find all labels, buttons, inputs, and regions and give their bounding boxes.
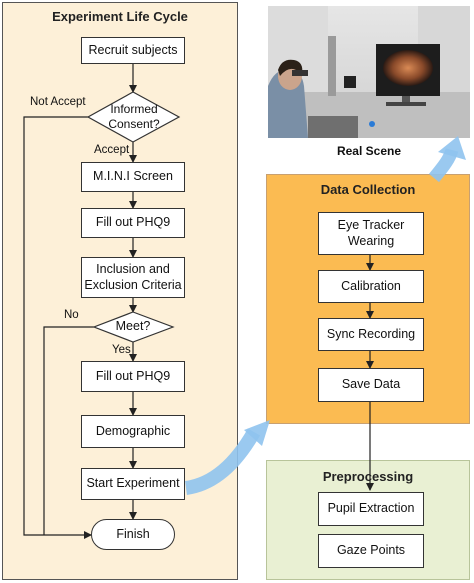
- calibration-box: Calibration: [318, 270, 424, 303]
- start-experiment-box: Start Experiment: [81, 468, 185, 500]
- eye-tracker-wearing-box: Eye Tracker Wearing: [318, 212, 424, 255]
- accept-label: Accept: [94, 144, 130, 156]
- sync-recording-box: Sync Recording: [318, 318, 424, 351]
- real-scene-photo: [268, 6, 470, 138]
- data-collection-title: Data Collection: [320, 182, 416, 197]
- preprocessing-title: Preprocessing: [322, 469, 414, 484]
- meet-decision: Meet?: [115, 319, 151, 334]
- not-accept-label: Not Accept: [30, 96, 86, 108]
- save-data-box: Save Data: [318, 368, 424, 402]
- pupil-extraction-box: Pupil Extraction: [318, 492, 424, 526]
- yes-label: Yes: [112, 344, 131, 356]
- inclusion-exclusion-box: Inclusion and Exclusion Criteria: [81, 257, 185, 298]
- gaze-points-box: Gaze Points: [318, 534, 424, 568]
- recruit-subjects-box: Recruit subjects: [81, 37, 185, 64]
- meet-diamond: [92, 311, 175, 343]
- big-arrow-to-real-scene-head: [438, 136, 466, 160]
- real-scene-caption: Real Scene: [336, 144, 402, 158]
- big-arrow-to-data-collection-head: [244, 420, 270, 446]
- demographic-box: Demographic: [81, 415, 185, 448]
- big-arrow-to-data-collection: [184, 428, 261, 495]
- lifecycle-title: Experiment Life Cycle: [52, 9, 188, 24]
- consent-diamond: [86, 91, 181, 143]
- finish-terminal: Finish: [91, 519, 175, 550]
- fill-phq9-first-box: Fill out PHQ9: [81, 208, 185, 238]
- no-label: No: [64, 309, 79, 321]
- informed-consent-decision: Informed Consent?: [108, 102, 160, 131]
- mini-screen-box: M.I.N.I Screen: [81, 162, 185, 192]
- fill-phq9-second-box: Fill out PHQ9: [81, 361, 185, 392]
